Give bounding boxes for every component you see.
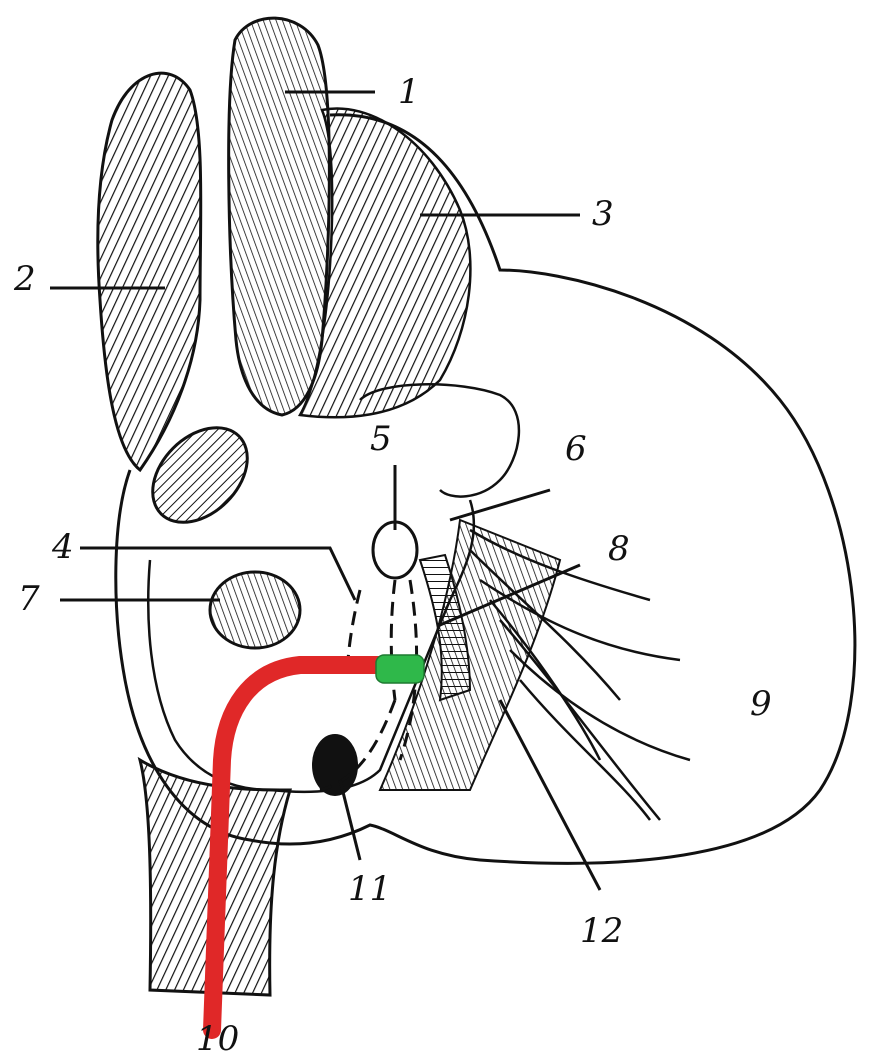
superior-vena-cava (98, 73, 201, 470)
label-12: 12 (580, 911, 623, 951)
catheter-tip (376, 655, 424, 683)
label-3: 3 (592, 194, 614, 234)
label-4: 4 (51, 527, 74, 567)
label-9: 9 (750, 684, 772, 724)
label-2: 2 (13, 259, 36, 299)
label-6: 6 (565, 429, 587, 469)
fossa-ovalis (210, 572, 300, 648)
label-7: 7 (18, 579, 40, 619)
aorta (229, 18, 330, 415)
label-8: 8 (608, 529, 630, 569)
label-5: 5 (370, 419, 392, 459)
label-10: 10 (196, 1019, 239, 1053)
coronary-sinus-orifice (313, 735, 357, 795)
atrioventricular-node (373, 522, 417, 578)
label-11: 11 (348, 869, 391, 909)
label-1: 1 (398, 72, 420, 112)
